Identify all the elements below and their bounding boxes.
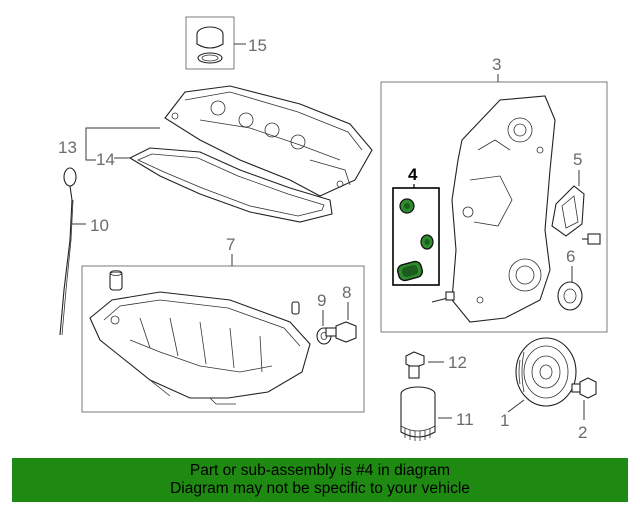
crankshaft-seal[interactable] xyxy=(557,281,583,311)
callout-10: 10 xyxy=(90,216,109,235)
callout-5: 5 xyxy=(573,150,582,169)
oil-filter-bolt[interactable] xyxy=(405,351,425,379)
callout-15: 15 xyxy=(248,36,267,55)
callout-14: 14 xyxy=(96,150,115,169)
callout-3: 3 xyxy=(492,55,501,74)
drain-bolt[interactable] xyxy=(325,321,357,343)
info-banner: Part or sub-assembly is #4 in diagram Di… xyxy=(12,458,628,502)
callout-12: 12 xyxy=(448,353,467,372)
callout-6: 6 xyxy=(566,247,575,266)
callout-13: 13 xyxy=(58,138,77,157)
valve-cover[interactable] xyxy=(164,85,373,197)
gasket-set-highlighted[interactable] xyxy=(396,198,434,282)
banner-line-1: Part or sub-assembly is #4 in diagram xyxy=(189,462,451,479)
valve-cover-gasket[interactable] xyxy=(128,147,333,223)
crankshaft-pulley[interactable] xyxy=(515,337,577,407)
callout-11: 11 xyxy=(456,410,474,429)
pulley-bolt[interactable] xyxy=(571,377,597,399)
oil-pan[interactable] xyxy=(89,291,311,405)
cover-bolt[interactable] xyxy=(431,291,455,303)
callout-9: 9 xyxy=(317,291,326,310)
oil-dipstick[interactable] xyxy=(59,167,77,336)
oil-pan-plug-cylinder[interactable] xyxy=(109,270,123,291)
callout-1: 1 xyxy=(500,411,509,430)
callout-8: 8 xyxy=(342,283,351,302)
banner-line-2: Diagram may not be specific to your vehi… xyxy=(170,480,470,497)
oil-filter[interactable] xyxy=(400,386,436,441)
oil-pump-cover[interactable] xyxy=(551,185,585,237)
timing-chain-cover[interactable] xyxy=(451,95,556,323)
callout-7: 7 xyxy=(226,235,235,254)
side-bolt[interactable] xyxy=(582,233,601,245)
small-pin[interactable] xyxy=(291,301,300,315)
callout-2: 2 xyxy=(578,423,587,442)
oil-filler-cap-group[interactable] xyxy=(185,16,235,70)
callout-4: 4 xyxy=(408,165,418,184)
